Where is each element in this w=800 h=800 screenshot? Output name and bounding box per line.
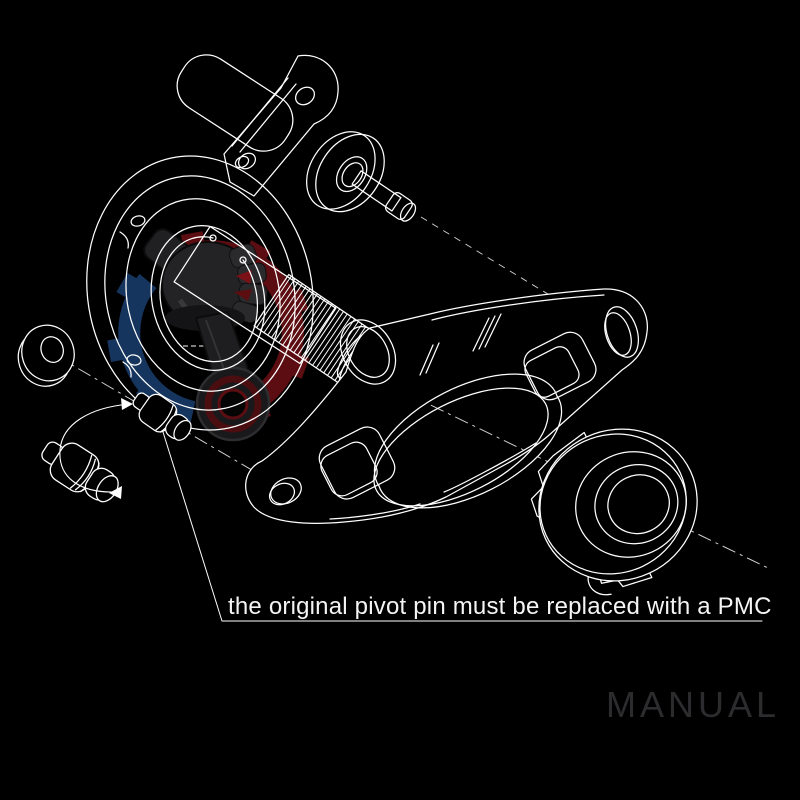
logo-fist <box>143 228 268 347</box>
arm-spline-boss <box>339 319 397 385</box>
brand-watermark-text: MANUAL <box>605 684 780 725</box>
snap-ring <box>159 236 259 363</box>
arm-pivot-hole <box>270 477 302 505</box>
cover-bolt-hole <box>126 354 142 366</box>
logo-piston-rod <box>194 310 271 442</box>
bearing-bore <box>594 463 679 545</box>
pushrod <box>351 170 417 222</box>
pivot-axis-centerline <box>54 354 287 491</box>
release-bearing <box>530 428 698 596</box>
bearing-outer-ring <box>538 428 698 582</box>
seal-ring <box>306 131 385 213</box>
arm-end-hole <box>605 306 639 358</box>
arm-slot <box>523 331 597 401</box>
arrowhead <box>109 486 122 499</box>
swap-arrow <box>59 398 133 499</box>
slave-cylinder <box>176 54 339 197</box>
arm-center-hole <box>373 387 549 507</box>
annotation-text: the original pivot pin must be replaced … <box>228 593 772 620</box>
leader-line <box>162 431 763 622</box>
replacement-pivot-pin <box>41 441 119 503</box>
release-arm <box>245 288 648 524</box>
input-cylinder <box>173 225 337 365</box>
mounting-flange <box>223 54 339 197</box>
cover-bolt-hole <box>234 155 250 169</box>
original-pivot-pin <box>132 392 192 441</box>
arrowhead <box>121 398 133 410</box>
pushrod-centerline <box>420 216 557 300</box>
cover-plate <box>86 155 314 431</box>
arm-slot <box>318 426 396 500</box>
washer <box>17 324 75 387</box>
cover-bolt-hole <box>130 215 146 227</box>
flange-hole <box>237 152 257 170</box>
flange-hole <box>294 86 316 106</box>
